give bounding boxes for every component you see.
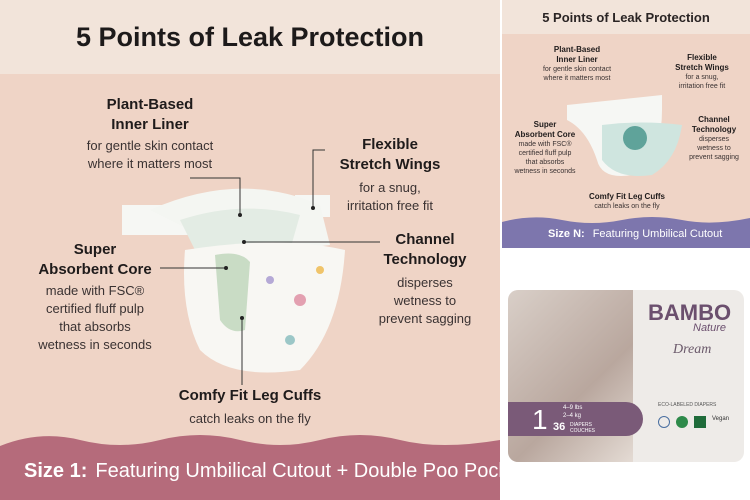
- brand-logo: BAMBO: [648, 300, 732, 325]
- vegan-icon: Vegan: [712, 416, 730, 422]
- page-title: 5 Points of Leak Protection: [75, 22, 425, 52]
- size-text: Featuring Umbilical Cutout: [592, 228, 723, 240]
- nordic-swan-icon: [658, 416, 670, 428]
- title-band: [502, 0, 750, 34]
- brand-sub: Nature: [693, 322, 727, 334]
- title-band: [0, 0, 500, 74]
- size-banner: Size N: Featuring Umbilical Cutout: [502, 220, 750, 248]
- eco-label: ECO-LABELED DIAPERS: [658, 402, 717, 408]
- product-line: Dream: [673, 342, 712, 357]
- eu-ecolabel-icon: [676, 416, 688, 428]
- size-label: Size 1:: [24, 460, 88, 482]
- size-label: Size N:: [548, 228, 585, 240]
- size-badge: 1 4–9 lbs 2–4 kg 36 DIAPERS COUCHES: [508, 402, 643, 436]
- thumbnail-title: 5 Points of Leak Protection: [542, 10, 710, 25]
- fsc-icon: [694, 416, 706, 428]
- package-image: BAMBO Nature Dream 1 4–9 lbs 2–4 kg 36 D…: [508, 290, 744, 462]
- thumbnail-package[interactable]: BAMBO Nature Dream 1 4–9 lbs 2–4 kg 36 D…: [502, 250, 750, 500]
- certification-icons: Vegan: [658, 416, 729, 428]
- mother-baby-photo: [508, 290, 633, 462]
- size-text: Featuring Umbilical Cutout + Double Poo …: [95, 460, 500, 482]
- size-banner: Size 1: Featuring Umbilical Cutout + Doub…: [0, 438, 500, 500]
